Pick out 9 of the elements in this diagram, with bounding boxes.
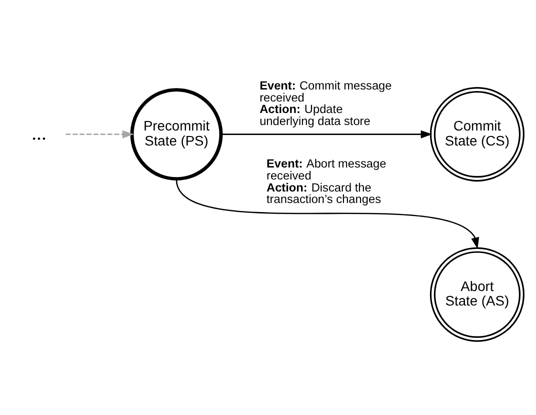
- arrow: [66, 130, 134, 138]
- edge-label: Event: Commit message received Action: Update underlying data store: [260, 78, 392, 128]
- node-circle: Abort State (AS): [430, 246, 524, 342]
- node-text: ...: [32, 122, 46, 144]
- arrow: [221, 130, 432, 138]
- edge-label: Event: Abort message received Action: Discard the transaction’s changes: [266, 156, 386, 206]
- node-circle: Precommit State (PS): [130, 88, 223, 180]
- arrow: [176, 179, 480, 248]
- node-circle: Commit State (CS): [430, 86, 524, 182]
